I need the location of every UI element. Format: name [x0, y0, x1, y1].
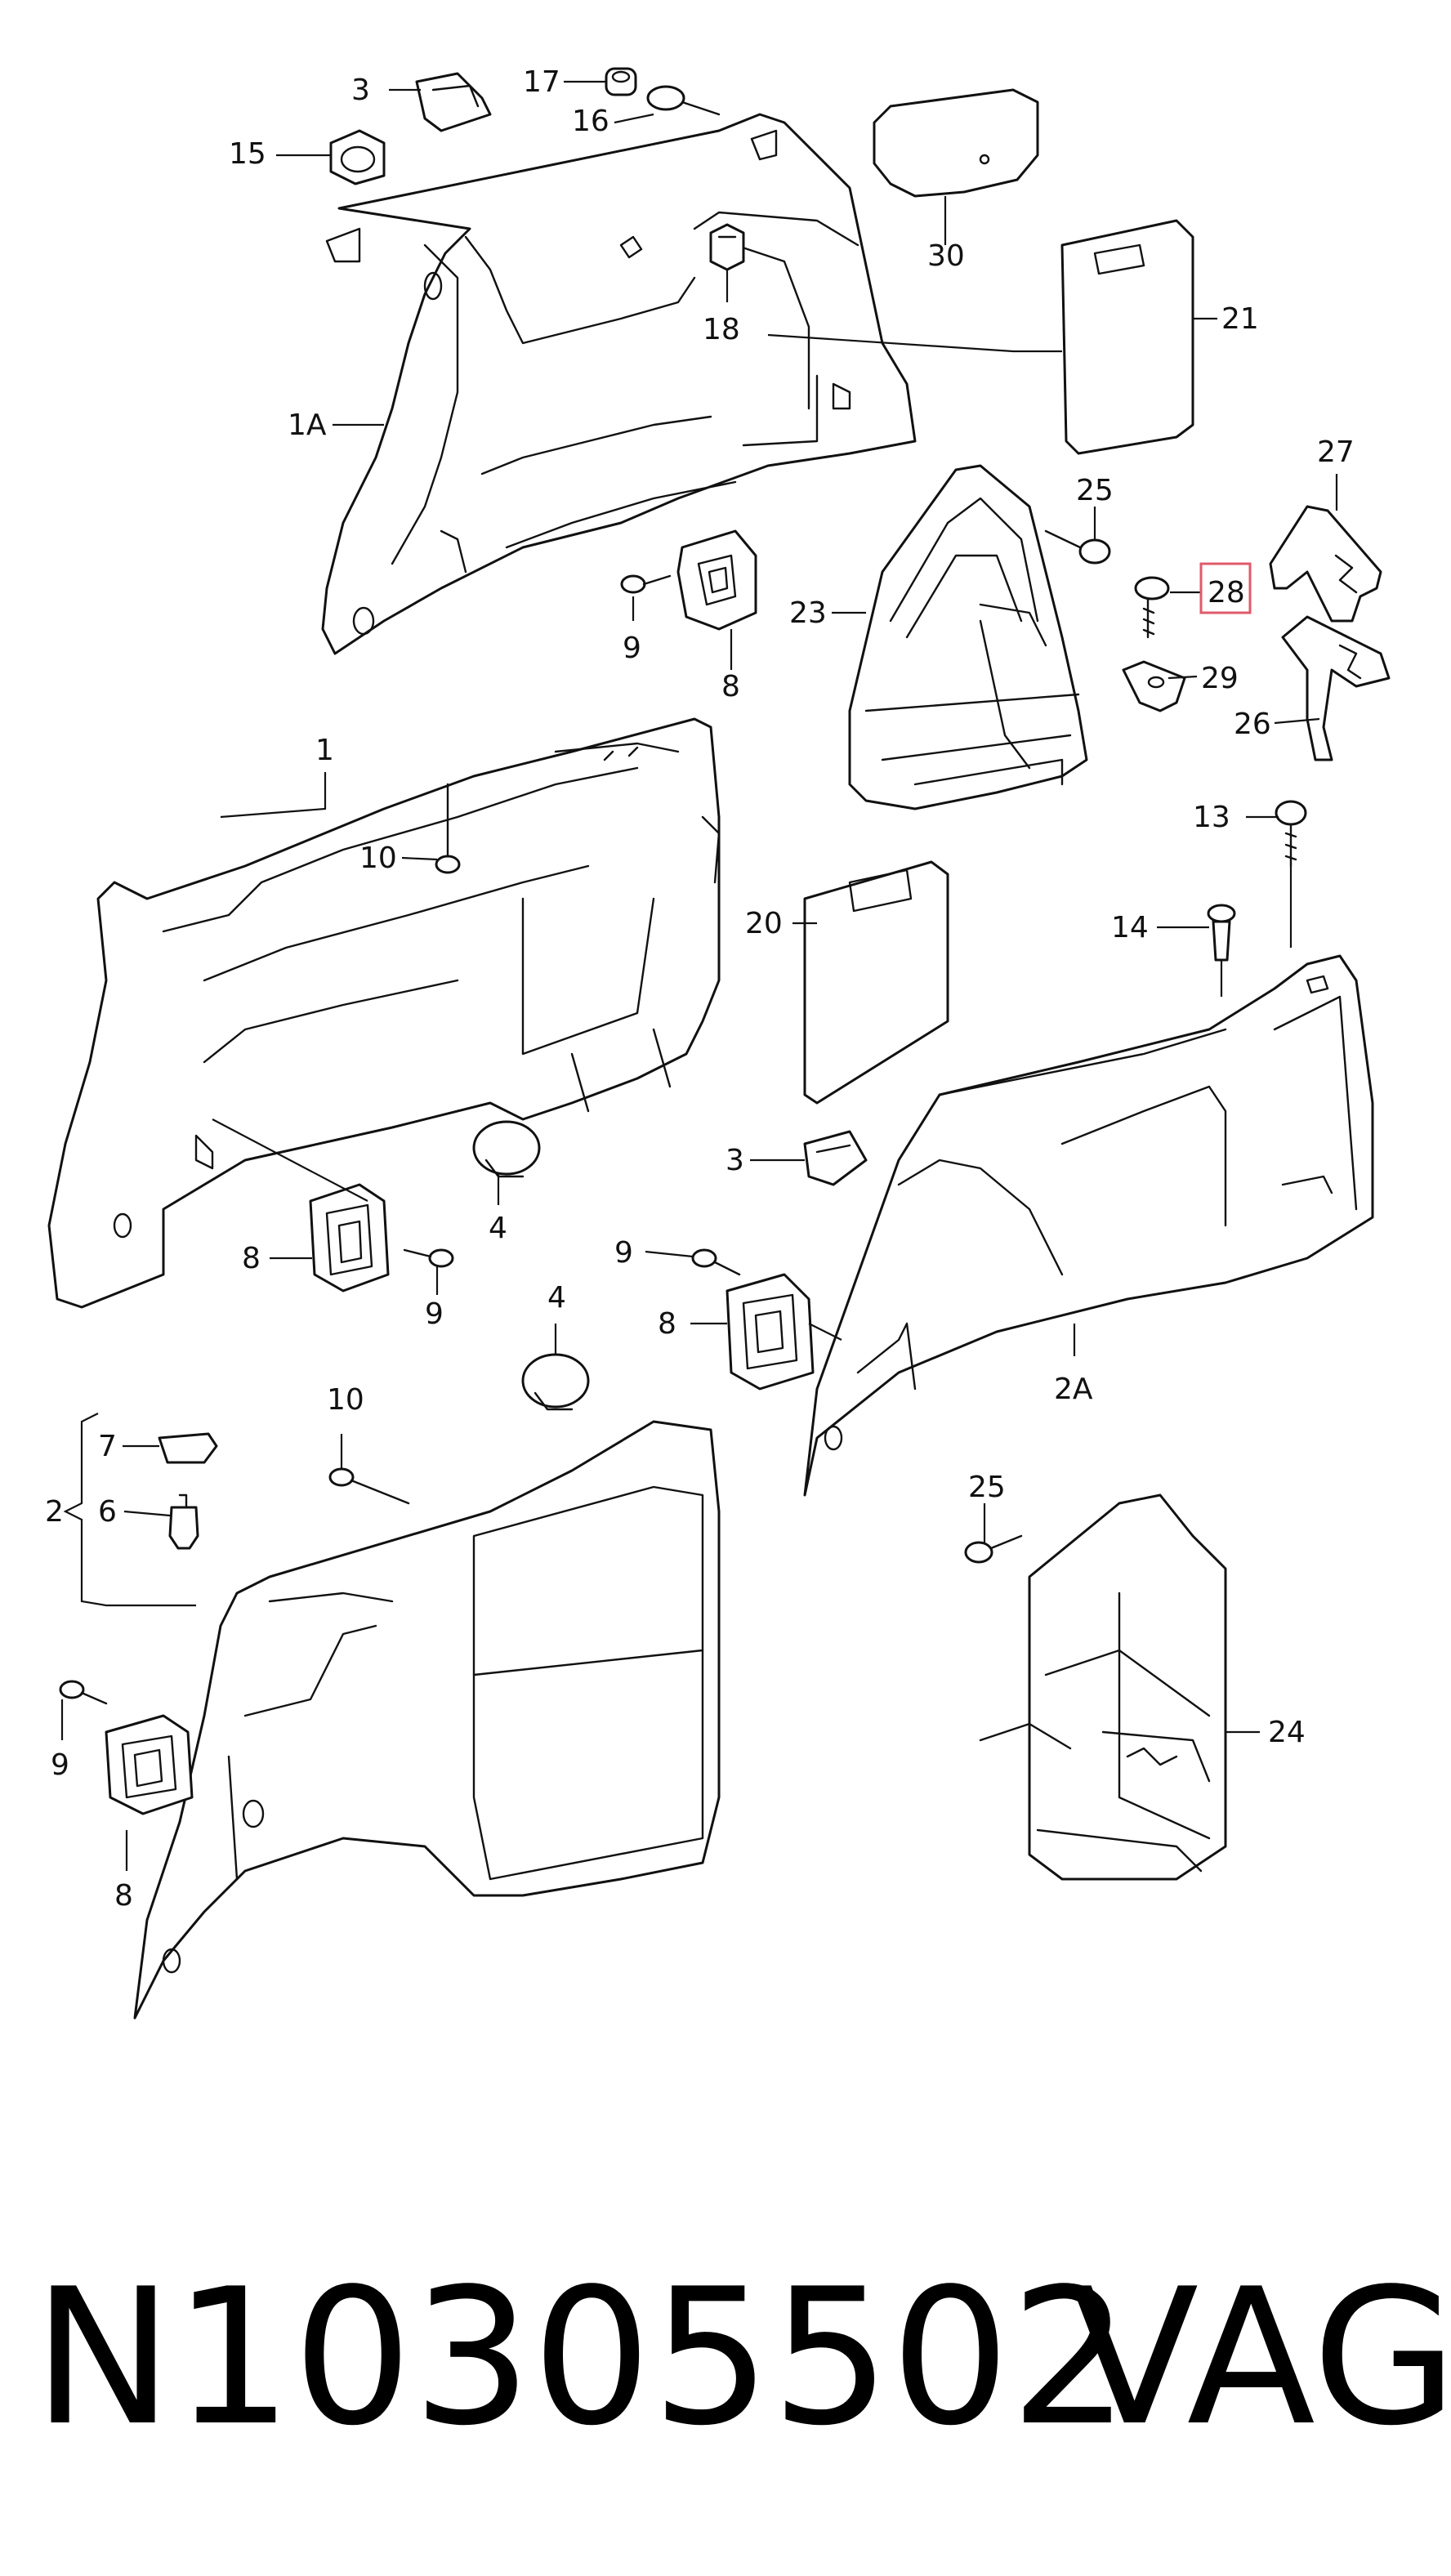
callout-9-midright: 9	[614, 1236, 633, 1270]
callout-4-upper: 4	[489, 1212, 507, 1245]
screw-16	[646, 85, 721, 116]
bracket-23	[848, 464, 1088, 810]
panel-1a	[321, 113, 917, 655]
screw-13	[1275, 800, 1307, 868]
callout-24: 24	[1268, 1716, 1306, 1749]
cover-30	[873, 88, 1039, 198]
plug-4-upper	[472, 1120, 541, 1178]
callout-23: 23	[789, 596, 827, 630]
callout-20: 20	[745, 907, 783, 940]
callout-labels: 3 17 16 15 30 21 18 1A 27 25 28 23 29 26…	[45, 65, 1355, 1913]
callout-4-lower: 4	[547, 1281, 566, 1315]
bezel-8-midright	[726, 1273, 815, 1391]
panel-2	[133, 1420, 721, 2020]
callout-8-bottom: 8	[114, 1879, 133, 1913]
bracket-24	[979, 1493, 1227, 1881]
screw-9-mid	[403, 1248, 454, 1268]
nut-17	[605, 67, 637, 96]
callout-1: 1	[315, 734, 334, 767]
clip-6	[168, 1493, 199, 1550]
screw-9-top	[620, 574, 672, 594]
callout-25-top: 25	[1076, 474, 1114, 507]
callout-3-top: 3	[351, 74, 370, 107]
callout-26: 26	[1234, 708, 1271, 741]
screw-28	[1134, 576, 1170, 639]
bezel-8-top	[676, 529, 757, 631]
screw-9-bottom	[59, 1680, 108, 1705]
bezel-8-bottom	[105, 1714, 194, 1815]
highlight-box-28	[1199, 562, 1252, 614]
callout-25-bottom: 25	[968, 1471, 1006, 1504]
clip-18	[709, 223, 745, 271]
callout-29: 29	[1201, 662, 1239, 695]
callout-28: 28	[1208, 576, 1245, 609]
callout-9-top: 9	[623, 632, 641, 665]
strap-26	[1281, 615, 1391, 761]
screw-25-top	[1044, 529, 1111, 565]
callout-15: 15	[229, 137, 266, 171]
strap-27	[1269, 505, 1382, 623]
clip-3-mid	[803, 1130, 868, 1186]
screw-9-midright	[691, 1248, 741, 1276]
cap-7	[158, 1432, 218, 1464]
panel-2a	[803, 954, 1374, 1497]
callout-3-mid: 3	[726, 1144, 744, 1177]
callout-8-top: 8	[721, 670, 740, 703]
callout-14: 14	[1111, 911, 1149, 944]
screw-25-bottom	[964, 1534, 1023, 1564]
callout-8-mid: 8	[242, 1242, 261, 1275]
callout-8-midright: 8	[658, 1307, 676, 1341]
brand-name: VAG	[1070, 2249, 1451, 2467]
screw-10-mid	[435, 783, 461, 874]
callout-9-bottom: 9	[51, 1748, 69, 1782]
callout-16: 16	[572, 105, 609, 138]
callout-1a: 1A	[288, 408, 327, 442]
callout-6: 6	[98, 1495, 117, 1529]
callout-21: 21	[1221, 302, 1259, 336]
bezel-8-mid	[309, 1183, 390, 1292]
callout-30: 30	[927, 239, 965, 273]
cover-21	[1060, 219, 1194, 455]
callout-2: 2	[45, 1495, 64, 1529]
panel-1	[47, 717, 721, 1309]
callout-10-bottom: 10	[327, 1383, 364, 1417]
clip-14	[1207, 904, 1236, 962]
callout-10-mid: 10	[359, 842, 397, 875]
cover-20	[803, 860, 949, 1105]
callout-13: 13	[1193, 801, 1230, 834]
callout-18: 18	[703, 313, 740, 346]
part-number: N10305502	[33, 2249, 1130, 2467]
clip-3-top	[415, 72, 492, 132]
callout-9-mid: 9	[425, 1297, 444, 1331]
callout-17: 17	[523, 65, 560, 99]
nut-29	[1122, 660, 1186, 712]
cap-15	[329, 129, 386, 185]
callout-27: 27	[1317, 435, 1355, 469]
plug-4-lower	[521, 1353, 590, 1411]
leader-lines	[60, 80, 1338, 1871]
screw-10-bottom	[328, 1467, 410, 1505]
callout-7: 7	[98, 1430, 117, 1463]
callout-2a: 2A	[1054, 1373, 1093, 1406]
